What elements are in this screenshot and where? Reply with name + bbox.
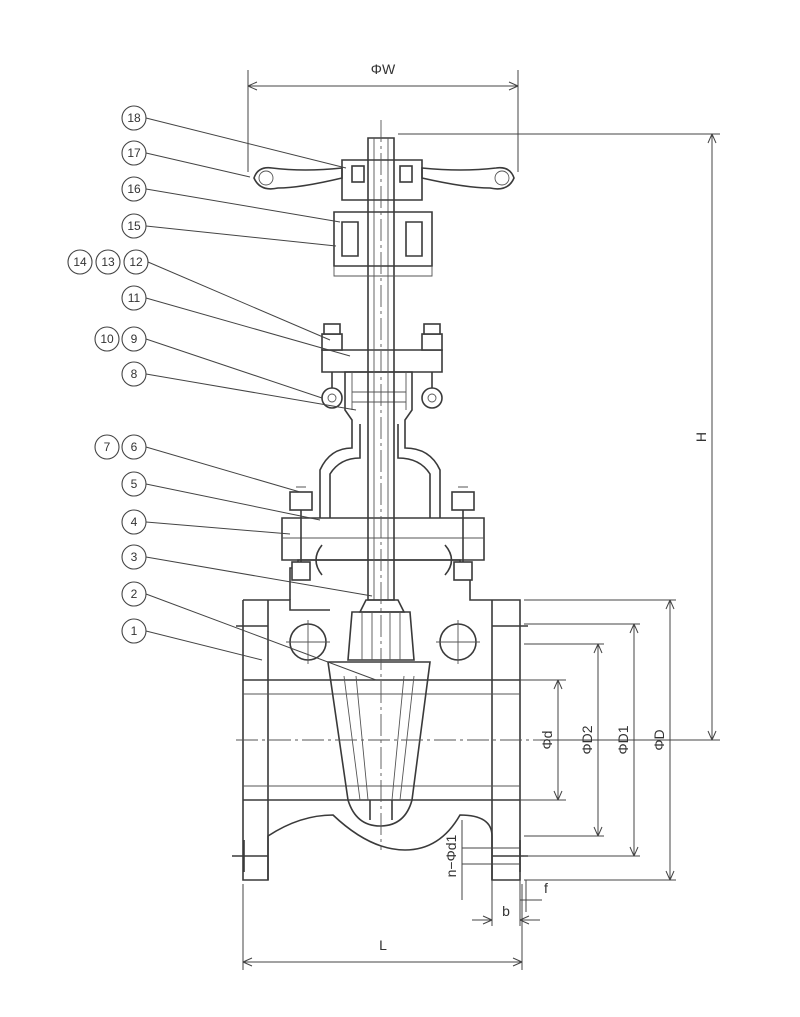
- svg-text:4: 4: [131, 515, 138, 529]
- handwheel: [253, 159, 515, 277]
- callout-9: 9: [121, 326, 147, 352]
- svg-text:6: 6: [131, 440, 138, 454]
- svg-text:9: 9: [131, 332, 138, 346]
- callout-2: 2: [121, 581, 147, 607]
- callout-13: 13: [95, 249, 121, 275]
- dim-flange-thickness: b: [502, 903, 510, 919]
- dim-raised-face-height: f: [544, 880, 548, 896]
- svg-text:1: 1: [131, 624, 138, 638]
- svg-text:18: 18: [127, 111, 141, 125]
- callout-15: 15: [121, 213, 147, 239]
- svg-text:17: 17: [127, 146, 141, 160]
- callout-11: 11: [121, 285, 147, 311]
- svg-text:14: 14: [73, 255, 87, 269]
- svg-text:5: 5: [131, 477, 138, 491]
- dim-bolt-circle: ΦD1: [615, 725, 631, 754]
- callout-14: 14: [67, 249, 93, 275]
- dim-handwheel-diameter: ΦW: [371, 61, 396, 77]
- dim-flange-outer: ΦD: [651, 729, 667, 750]
- callout-16: 16: [121, 176, 147, 202]
- valve-body: [232, 544, 528, 881]
- dim-length: L: [379, 937, 387, 953]
- svg-text:12: 12: [129, 255, 143, 269]
- callout-6: 6: [121, 434, 147, 460]
- bonnet-yoke: [281, 323, 485, 581]
- callout-3: 3: [121, 544, 147, 570]
- gate-wedge: [327, 599, 431, 827]
- callout-12: 12: [123, 249, 149, 275]
- callout-1: 1: [121, 618, 147, 644]
- svg-text:3: 3: [131, 550, 138, 564]
- callout-18: 18: [121, 105, 147, 131]
- svg-text:15: 15: [127, 219, 141, 233]
- dim-height: H: [693, 432, 709, 442]
- svg-text:8: 8: [131, 367, 138, 381]
- svg-text:16: 16: [127, 182, 141, 196]
- dim-raised-face: ΦD2: [579, 725, 595, 754]
- svg-text:10: 10: [100, 332, 114, 346]
- callout-7: 7: [94, 434, 120, 460]
- callout-leaders: [145, 117, 377, 681]
- callout-8: 8: [121, 361, 147, 387]
- callout-5: 5: [121, 471, 147, 497]
- dim-bore: Φd: [539, 731, 555, 750]
- svg-text:2: 2: [131, 587, 138, 601]
- callout-10: 10: [94, 326, 120, 352]
- dim-bolt-holes: n−Φd1: [443, 834, 459, 877]
- svg-text:11: 11: [128, 291, 141, 305]
- svg-text:7: 7: [104, 440, 111, 454]
- svg-text:13: 13: [101, 255, 115, 269]
- dimension-lines: ΦW H Φd ΦD2 ΦD1 ΦD n−Φd1 b f L: [242, 61, 720, 970]
- callout-4: 4: [121, 509, 147, 535]
- callout-17: 17: [121, 140, 147, 166]
